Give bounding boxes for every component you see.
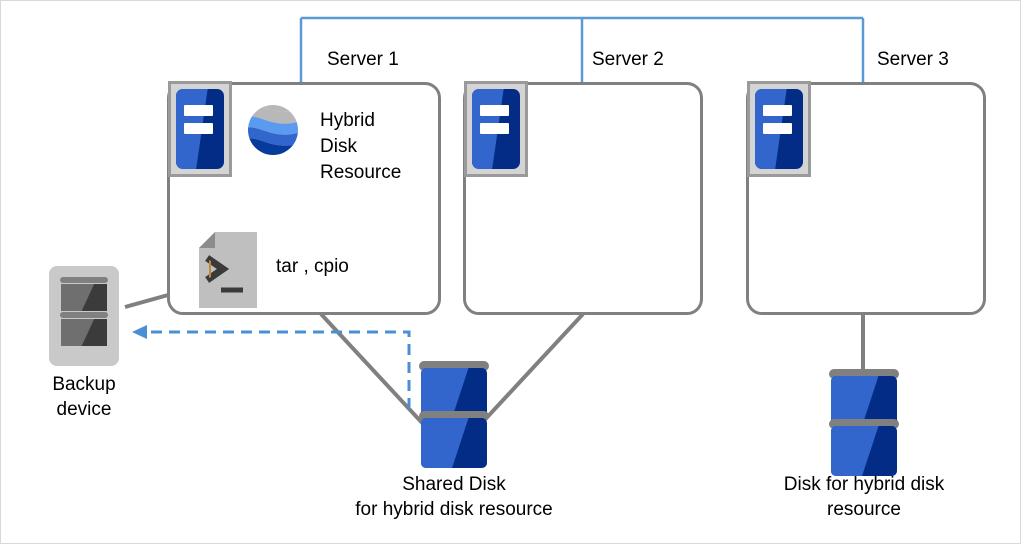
server2-to-shared-disk-line: [477, 312, 585, 428]
network-bus: [299, 16, 865, 83]
server-1-computer-icon: [168, 81, 232, 177]
backup-device-icon: [49, 266, 119, 366]
server-3-computer-icon: [747, 81, 811, 177]
hybrid-disk-resource-label-line3: Resource: [320, 162, 402, 183]
server-3-title: Server 3: [877, 49, 949, 70]
server-1-title: Server 1: [327, 49, 399, 70]
shared-disk-icon: [419, 361, 489, 468]
backup-tool-label: tar , cpio: [276, 256, 349, 277]
hybrid-disk-resource-label-line1: Hybrid: [320, 110, 375, 131]
backup-device-label-line2: device: [56, 399, 112, 420]
server-2-title: Server 2: [592, 49, 664, 70]
shared-disk-label-line1: Shared Disk: [402, 474, 506, 495]
backup-device-label-line1: Backup: [52, 374, 116, 395]
server3-disk-label-line2: resource: [827, 499, 901, 520]
server3-disk-label-line1: Disk for hybrid disk: [783, 474, 945, 495]
server-2-computer-icon: [464, 81, 528, 177]
shared-disk-label-line2: for hybrid disk resource: [355, 499, 553, 520]
script-file-icon: [199, 232, 257, 308]
backup-flow-arrow: [132, 325, 411, 409]
server3-disk-icon: [829, 369, 899, 476]
hybrid-disk-resource-label-line2: Disk: [320, 136, 357, 157]
globe-icon: [248, 105, 298, 155]
